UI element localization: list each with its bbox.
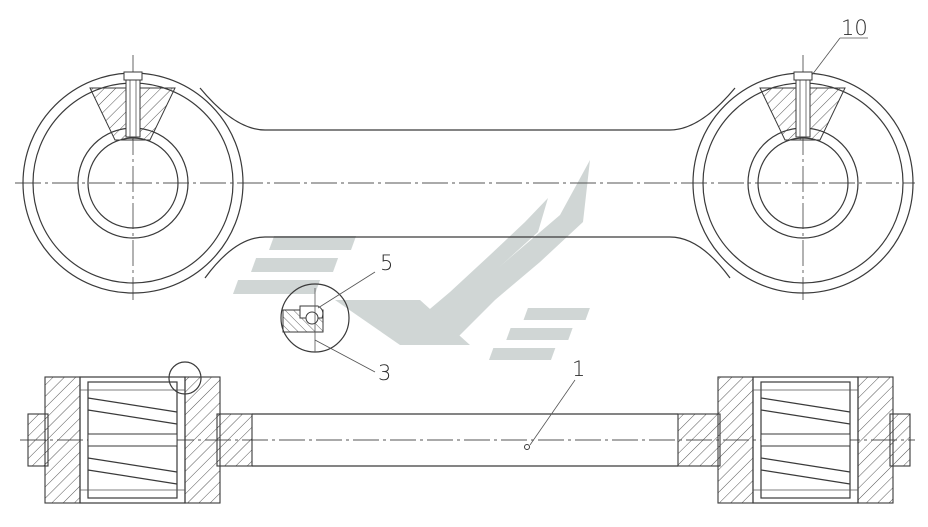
link-rod-section xyxy=(252,413,678,467)
watermark-logo xyxy=(232,160,590,360)
left-eye xyxy=(22,71,244,294)
left-bearing-section xyxy=(27,361,253,504)
seal-detail-view xyxy=(280,283,350,353)
callout-10: 10 xyxy=(811,16,868,76)
link-shank xyxy=(199,87,736,279)
callout-1-label: 1 xyxy=(572,357,585,381)
section-view xyxy=(20,361,915,504)
callout-1: 1 xyxy=(529,357,585,446)
callout-10-label: 10 xyxy=(841,16,868,40)
top-view xyxy=(15,55,915,300)
callout-3: 3 xyxy=(314,339,391,385)
callout-3-label: 3 xyxy=(378,361,391,385)
right-bearing-section xyxy=(677,376,911,504)
callout-5-label: 5 xyxy=(380,251,393,275)
right-eye xyxy=(692,71,914,294)
callout-5: 5 xyxy=(317,251,393,309)
